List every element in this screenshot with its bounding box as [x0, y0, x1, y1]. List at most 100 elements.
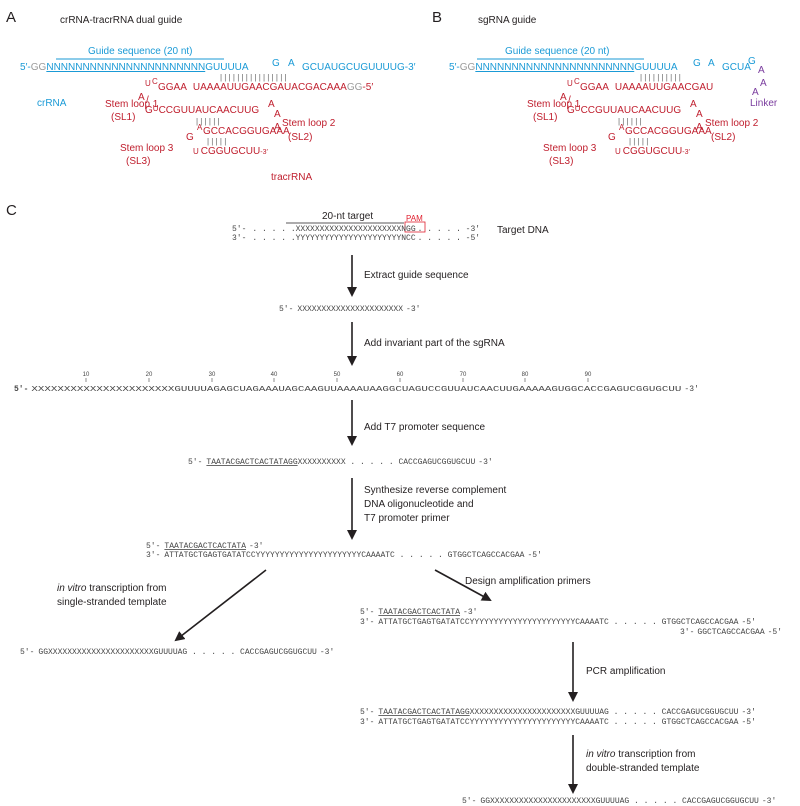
sl3-end-b: A: [696, 122, 703, 133]
ruler-tick-label: 30: [209, 372, 216, 378]
step-synthesize-2: DNA oligonucleotide and: [364, 499, 474, 510]
crrna-tail-a: GCUAUGCUGUUUUG-3′: [302, 62, 416, 73]
crrna-bulge-g-a: G: [272, 58, 280, 69]
pcr-product-bottom: 3′-ATTATGCTGAGTGATATCCYYYYYYYYYYYYYYYYYY…: [360, 718, 756, 727]
sl3-loop-a-a: A: [197, 123, 203, 132]
sgrna-strand-b: 5′-GGNNNNNNNNNNNNNNNNNNNNNNGUUUUA: [449, 62, 678, 73]
sl1-pairs-a: | | | | | |: [196, 117, 220, 126]
ruler-tick-label: 50: [334, 372, 341, 378]
panel-b-title: sgRNA guide: [478, 15, 537, 26]
stem-loop-1-label-a: Stem loop 1: [105, 99, 159, 110]
sl3-abbr-a: (SL3): [126, 156, 150, 167]
tracrrna-label: tracrRNA: [271, 172, 312, 183]
sl1-slash-a: /: [146, 95, 149, 106]
step-synthesize-1: Synthesize reverse complement: [364, 485, 507, 496]
sgrna-product-double: 5′-GGXXXXXXXXXXXXXXXXXXXXXXGUUUUAG . . .…: [462, 797, 776, 806]
panel-a: A crRNA-tracrRNA dual guide Guide sequen…: [6, 9, 416, 183]
linker-a2-b: A: [760, 78, 767, 89]
ruler-tick-label: 70: [460, 372, 467, 378]
sl3-end-a: A: [274, 122, 281, 133]
pam-box: [404, 221, 426, 233]
guide-sequence-label-b: Guide sequence (20 nt): [505, 46, 610, 57]
sl1-stem-a: GUCCGUUAUCAACUUG: [145, 104, 259, 116]
stem-loop-3-label-b: Stem loop 3: [543, 143, 597, 154]
sl3-loop-a-b: A: [619, 123, 625, 132]
step-add-t7: Add T7 promoter sequence: [364, 422, 485, 433]
panel-c: C 20-nt target PAM 5′-. . . . .XXXXXXXXX…: [6, 202, 782, 806]
ruler-tick-label: 80: [522, 372, 529, 378]
panel-b: B sgRNA guide Guide sequence (20 nt) 5′-…: [432, 9, 778, 167]
arrow-design-primers: [434, 569, 492, 601]
sl2-abbr-b: (SL2): [711, 132, 735, 143]
step-ivt-double-1: in vitro transcription from: [586, 749, 695, 760]
crrna-label: crRNA: [37, 98, 67, 109]
sgrna-bulge-a-b: A: [708, 58, 715, 69]
panel-c-letter: C: [6, 202, 17, 219]
pcr-product-top: 5′-TAATACGACTCACTATAGGXXXXXXXXXXXXXXXXXX…: [360, 708, 756, 717]
sl3-pairs-a: | | | | |: [207, 137, 226, 146]
t7-primer-strand: 5′-TAATACGACTCACTATA-3′: [146, 542, 263, 551]
step-add-invariant: Add invariant part of the sgRNA: [364, 338, 505, 349]
crrna-bulge-a-a: A: [288, 58, 295, 69]
reverse-complement-oligo: 3′-ATTATGCTGAGTGATATCCYYYYYYYYYYYYYYYYYY…: [146, 551, 542, 560]
step-design-primers: Design amplification primers: [465, 576, 591, 587]
base-pairs-b: | | | | | | | | | |: [640, 73, 681, 82]
sl3-g-a: G: [186, 132, 194, 143]
sl3-stem-b: GCCACGGUGAAA: [625, 126, 712, 137]
linker-a1-b: A: [758, 65, 765, 76]
ruler-tick-label: 10: [83, 372, 90, 378]
sgrna-bulge-g-b: G: [693, 58, 701, 69]
reverse-primer: 3′-GGCTCAGCCACGAA-5′: [680, 628, 782, 637]
sl1-abbr-a: (SL1): [111, 112, 135, 123]
sl1-abbr-b: (SL1): [533, 112, 557, 123]
sl3-g-b: G: [608, 132, 616, 143]
forward-primer: 5′-TAATACGACTCACTATA-3′: [360, 608, 477, 617]
step-ivt-double-2: double-stranded template: [586, 763, 700, 774]
crrna-strand-a: 5′-GGNNNNNNNNNNNNNNNNNNNNNNGUUUUA: [20, 62, 249, 73]
ruler-tick-label: 90: [585, 372, 592, 378]
stem-loop-2-label-a: Stem loop 2: [282, 118, 336, 129]
step-synthesize-3: T7 promoter primer: [364, 513, 450, 524]
sl1-loop-a-a: A: [138, 92, 145, 103]
step-ivt-single-2: single-stranded template: [57, 597, 167, 608]
sl1-loop-a-b: A: [560, 92, 567, 103]
panel-a-title: crRNA-tracrRNA dual guide: [60, 15, 183, 26]
pam-label: PAM: [406, 214, 423, 223]
panel-a-letter: A: [6, 9, 16, 26]
sl1-end-a-b: A: [690, 99, 697, 110]
linker-label: Linker: [750, 98, 778, 109]
full-sgrna-sequence: 5′-XXXXXXXXXXXXXXXXXXXXXXGUUUUAGAGCUAGAA…: [14, 385, 699, 394]
c-loop-b: C: [574, 77, 580, 86]
sl1-end-a2-b: A: [696, 109, 703, 120]
sl1-end-a-a: A: [268, 99, 275, 110]
sl3-abbr-b: (SL3): [549, 156, 573, 167]
panel-b-letter: B: [432, 9, 442, 26]
sl1-stem-b: GUCCGUUAUCAACUUG: [567, 104, 681, 116]
stem-loop-1-label-b: Stem loop 1: [527, 99, 581, 110]
sl1-pairs-b: | | | | | |: [618, 117, 642, 126]
sl1-end-a2-a: A: [274, 109, 281, 120]
target-title: 20-nt target: [322, 211, 373, 222]
step-ivt-single-1: in vitro transcription from: [57, 583, 166, 594]
sl3-stem-a: GCCACGGUGAAA: [203, 126, 290, 137]
target-top-strand: 5′-. . . . .XXXXXXXXXXXXXXXXXXXXXXNGG. .…: [232, 225, 480, 234]
sgrna-product-single: 5′-GGXXXXXXXXXXXXXXXXXXXXXXGUUUUAG . . .…: [20, 648, 334, 657]
u-loop-a: U: [145, 79, 151, 88]
sgrna-gcua-b: GCUA: [722, 62, 751, 73]
step-pcr: PCR amplification: [586, 666, 665, 677]
c-loop-a: C: [152, 77, 158, 86]
u-loop-b: U: [567, 79, 573, 88]
ruler-tick-label: 20: [146, 372, 153, 378]
ruler-tick-label: 60: [397, 372, 404, 378]
ruler: 10 20 30 40 50 60 70 80 90: [83, 372, 592, 382]
guide-sequence-label-a: Guide sequence (20 nt): [88, 46, 193, 57]
base-pairs-a: | | | | | | | | | | | | | | | |: [220, 73, 287, 82]
sl1-slash-b: /: [568, 95, 571, 106]
target-bottom-strand: 3′-. . . . .YYYYYYYYYYYYYYYYYYYYYYNCC. .…: [232, 234, 480, 243]
step-extract-guide: Extract guide sequence: [364, 270, 469, 281]
